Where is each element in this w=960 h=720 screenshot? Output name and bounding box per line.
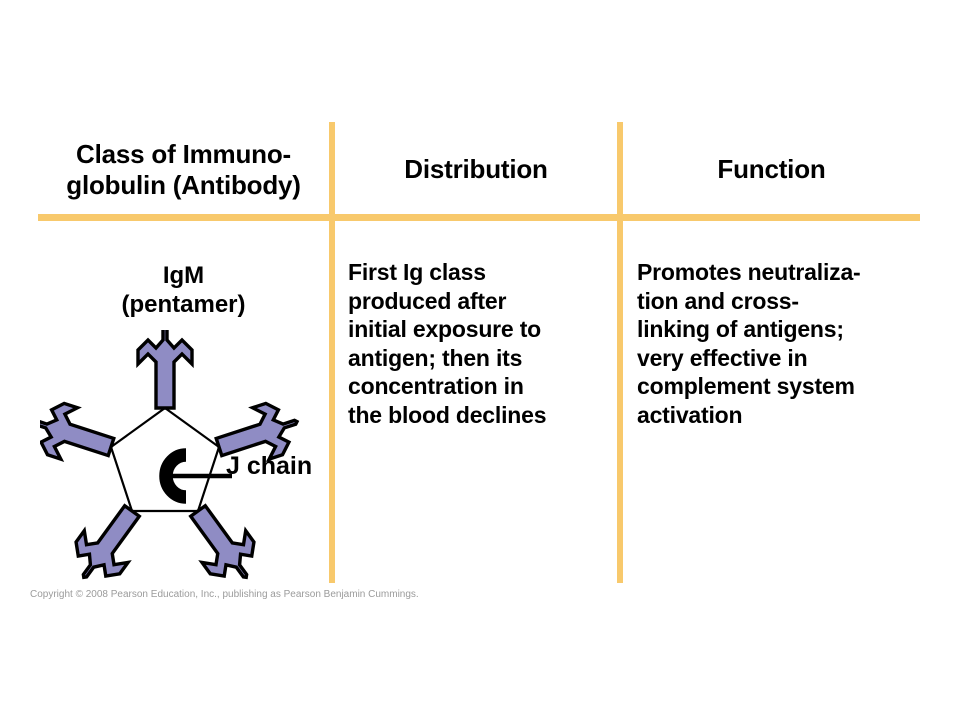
column-header-function: Function xyxy=(717,154,826,184)
header-divider-rule xyxy=(38,214,920,221)
monomer-upper-left xyxy=(40,394,122,475)
cell-function: Promotes neutraliza- tion and cross- lin… xyxy=(637,259,861,428)
cell-distribution: First Ig class produced after initial ex… xyxy=(348,259,547,428)
j-chain-label: J chain xyxy=(226,452,313,480)
column-header-distribution: Distribution xyxy=(404,154,548,184)
igm-pentamer-diagram xyxy=(40,330,340,580)
column-divider-2 xyxy=(617,122,623,583)
cell-class-name: IgM (pentamer) xyxy=(121,262,246,318)
copyright-notice: Copyright © 2008 Pearson Education, Inc.… xyxy=(30,589,419,600)
column-divider-1 xyxy=(329,122,335,583)
column-header-class: Class of Immuno- globulin (Antibody) xyxy=(66,139,301,200)
monomer-top xyxy=(136,330,194,410)
